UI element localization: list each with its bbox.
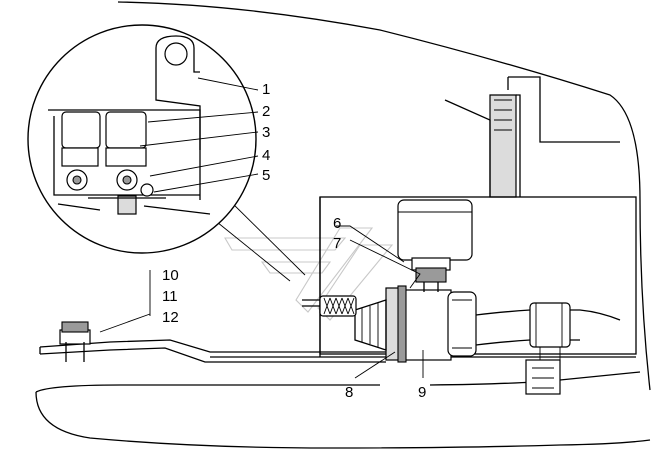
frame-outline — [35, 1, 651, 449]
valve-body — [354, 285, 477, 363]
callout-6: 6 — [333, 215, 341, 232]
callout-labels: 1 2 3 4 5 6 7 8 9 10 11 12 — [162, 81, 426, 401]
callout-10: 10 — [162, 267, 179, 284]
callout-5: 5 — [262, 167, 270, 184]
braided-hose — [302, 295, 357, 317]
callout-4: 4 — [262, 147, 270, 164]
callout-7: 7 — [333, 235, 341, 252]
hose-assembly — [475, 302, 621, 395]
callout-3: 3 — [262, 124, 270, 141]
pressure-sensor — [397, 199, 473, 292]
callout-12: 12 — [162, 309, 179, 326]
support-rod — [39, 321, 386, 363]
upper-bracket — [444, 76, 620, 198]
callout-9: 9 — [418, 384, 426, 401]
callout-1: 1 — [262, 81, 270, 98]
callout-11: 11 — [162, 288, 178, 305]
detail-inset — [27, 24, 259, 254]
watermark-logo — [224, 227, 394, 321]
callout-2: 2 — [262, 103, 270, 120]
leader-lines — [99, 195, 424, 379]
callout-8: 8 — [345, 384, 353, 401]
